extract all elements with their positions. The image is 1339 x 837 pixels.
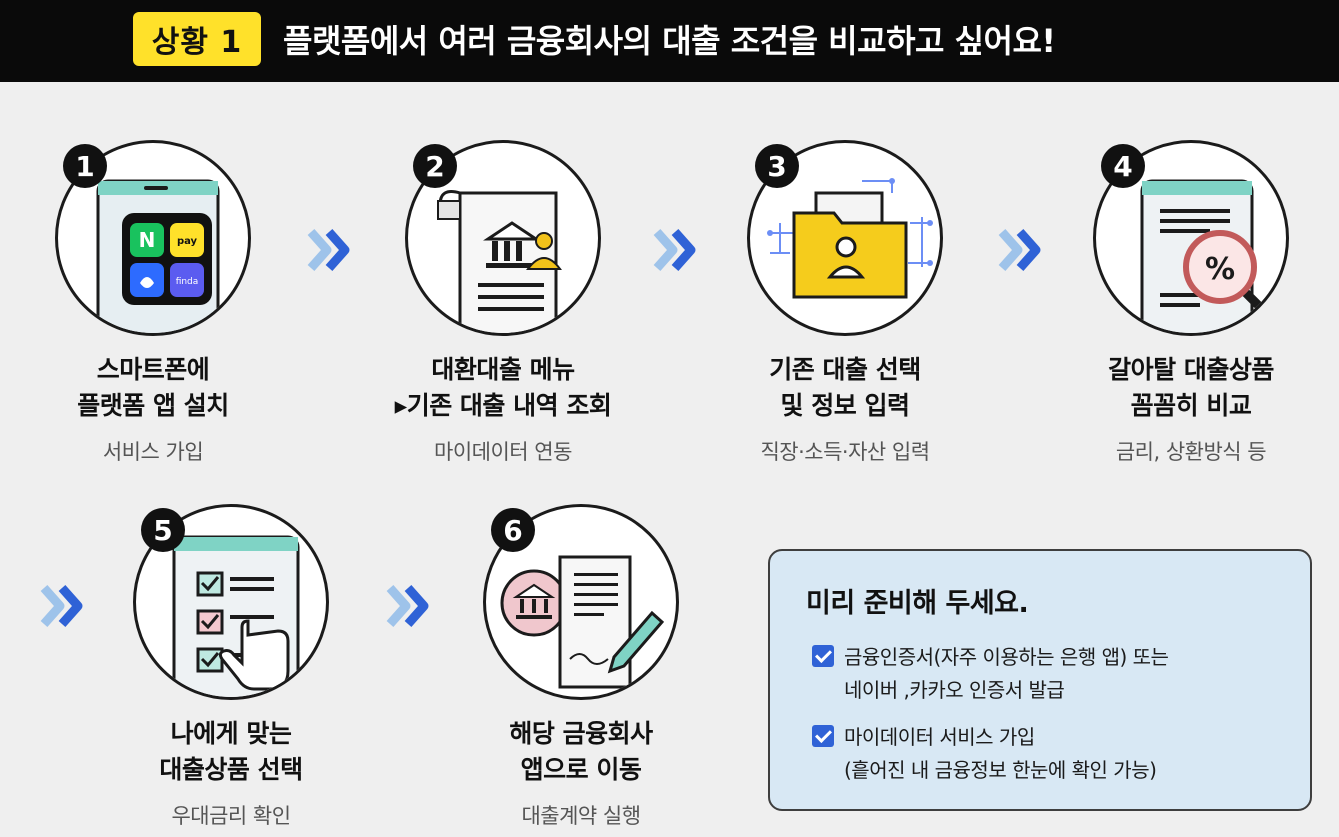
step-4: % 4 갈아탈 대출상품 꼼꼼히 비교 금리, 상환방식 등	[1051, 140, 1331, 480]
chevron-right-icon	[998, 229, 1041, 271]
svg-text:%: %	[1205, 252, 1235, 287]
step-subtitle: 우대금리 확인	[171, 804, 291, 828]
preparation-title: 미리 준비해 두세요.	[806, 588, 1029, 619]
step-6: 6 해당 금융회사 앱으로 이동 대출계약 실행	[441, 504, 721, 837]
step-subtitle: 직장·소득·자산 입력	[760, 440, 930, 464]
preparation-box: 미리 준비해 두세요. 금융인증서(자주 이용하는 은행 앱) 또는 네이버 ,…	[768, 549, 1312, 811]
step-subtitle: 대출계약 실행	[521, 804, 641, 828]
svg-text:finda: finda	[176, 277, 199, 287]
step-title-line1: 나에게 맞는	[170, 719, 292, 748]
step-5-illustration	[133, 504, 329, 700]
step-title-line1: 갈아탈 대출상품	[1108, 355, 1274, 384]
step-1: N pay finda 1 스마트폰에 플랫폼 앱 설치 서비스 가입	[13, 140, 293, 480]
step-title-line1: 대환대출 메뉴	[431, 355, 575, 384]
step-title-line2: 및 정보 입력	[780, 391, 910, 420]
chevron-right-icon	[40, 585, 83, 627]
step-title-line1: 스마트폰에	[96, 355, 210, 384]
step-1-illustration: N pay finda	[55, 140, 251, 336]
chevron-right-icon	[307, 229, 350, 271]
magnifier-percent-icon: %	[1140, 179, 1279, 333]
step-subtitle: 금리, 상환방식 등	[1115, 440, 1267, 464]
situation-badge: 상황 1	[133, 12, 261, 66]
preparation-item: 금융인증서(자주 이용하는 은행 앱) 또는 네이버 ,카카오 인증서 발급	[812, 641, 1292, 707]
step-number: 4	[1101, 144, 1145, 188]
step-title-line2: ▸기존 대출 내역 조회	[394, 391, 612, 420]
step-3-illustration	[747, 140, 943, 336]
step-title-line2: 플랫폼 앱 설치	[77, 391, 229, 420]
checkbox-checked-icon	[812, 645, 834, 667]
phone-apps-icon: N pay finda	[96, 179, 220, 333]
preparation-item-line2: (흩어진 내 금융정보 한눈에 확인 가능)	[844, 758, 1157, 782]
preparation-item-line1: 금융인증서(자주 이용하는 은행 앱) 또는	[844, 645, 1169, 669]
step-number: 2	[413, 144, 457, 188]
step-title-line1: 기존 대출 선택	[769, 355, 921, 384]
step-2: 2 대환대출 메뉴 ▸기존 대출 내역 조회 마이데이터 연동	[363, 140, 643, 480]
checklist-tap-icon	[172, 535, 300, 697]
step-title-line2: 대출상품 선택	[159, 755, 303, 784]
preparation-item-line1: 마이데이터 서비스 가입	[844, 725, 1035, 749]
page-title: 플랫폼에서 여러 금융회사의 대출 조건을 비교하고 싶어요!	[283, 22, 1056, 60]
step-5: 5 나에게 맞는 대출상품 선택 우대금리 확인	[91, 504, 371, 837]
header-bar: 상황 1 플랫폼에서 여러 금융회사의 대출 조건을 비교하고 싶어요!	[0, 0, 1339, 82]
step-number: 1	[63, 144, 107, 188]
step-3: 3 기존 대출 선택 및 정보 입력 직장·소득·자산 입력	[705, 140, 985, 480]
svg-text:N: N	[139, 228, 156, 252]
step-number: 5	[141, 508, 185, 552]
folder-profile-icon	[767, 178, 933, 299]
contract-sign-icon	[500, 555, 665, 689]
checkbox-checked-icon	[812, 725, 834, 747]
step-title-line2: 꼼꼼히 비교	[1130, 391, 1252, 420]
step-subtitle: 서비스 가입	[102, 440, 204, 464]
step-subtitle: 마이데이터 연동	[434, 440, 572, 464]
preparation-item-line2: 네이버 ,카카오 인증서 발급	[844, 678, 1065, 702]
preparation-item: 마이데이터 서비스 가입 (흩어진 내 금융정보 한눈에 확인 가능)	[812, 721, 1292, 787]
step-title-line2: 앱으로 이동	[520, 755, 642, 784]
step-number: 6	[491, 508, 535, 552]
step-number: 3	[755, 144, 799, 188]
chevron-right-icon	[386, 585, 429, 627]
step-title-line1: 해당 금융회사	[509, 719, 653, 748]
bank-document-icon	[437, 190, 562, 333]
svg-text:pay: pay	[177, 236, 198, 247]
chevron-right-icon	[653, 229, 696, 271]
